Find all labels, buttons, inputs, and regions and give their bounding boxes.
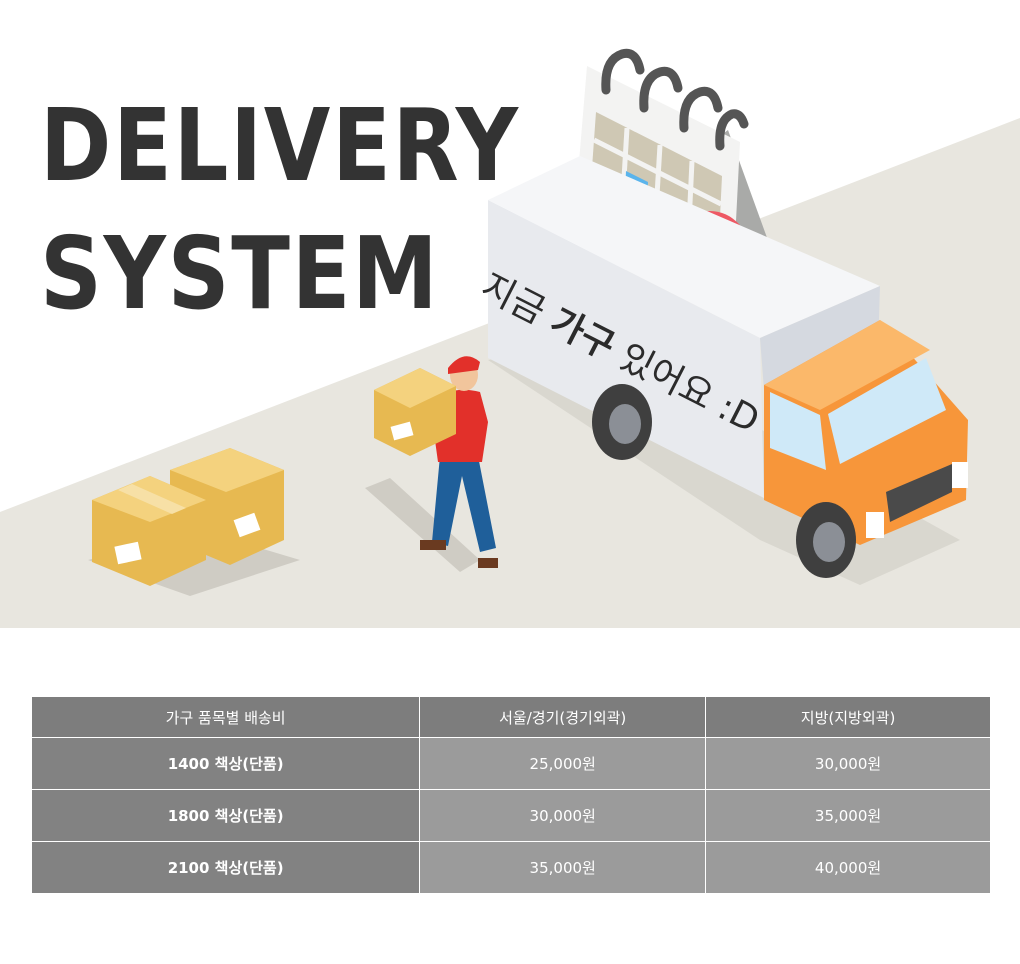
delivery-person-illustration (365, 356, 498, 572)
seoul-fee-cell: 25,000원 (419, 737, 707, 790)
table-header-row: 가구 품목별 배송비 서울/경기(경기외곽) 지방(지방외곽) (30, 696, 991, 738)
item-name-cell: 1400 책상(단품) (30, 737, 421, 790)
column-header-seoul: 서울/경기(경기외곽) (419, 696, 707, 738)
column-header-item: 가구 품목별 배송비 (30, 696, 421, 738)
table-row: 1800 책상(단품) 30,000원 35,000원 (30, 789, 991, 842)
column-header-local: 지방(지방외곽) (705, 696, 991, 738)
local-fee-cell: 30,000원 (705, 737, 991, 790)
local-fee-cell: 35,000원 (705, 789, 991, 842)
local-fee-cell: 40,000원 (705, 841, 991, 894)
table-row: 1400 책상(단품) 25,000원 30,000원 (30, 737, 991, 790)
seoul-fee-cell: 30,000원 (419, 789, 707, 842)
delivery-scene (0, 48, 1020, 628)
item-name-cell: 2100 책상(단품) (30, 841, 421, 894)
title-line-1: DELIVERY (40, 87, 520, 204)
item-name-cell: 1800 책상(단품) (30, 789, 421, 842)
page-title: DELIVERY SYSTEM (40, 82, 520, 338)
shipping-fee-table: 가구 품목별 배송비 서울/경기(경기외곽) 지방(지방외곽) 1400 책상(… (30, 696, 991, 894)
table-row: 2100 책상(단품) 35,000원 40,000원 (30, 841, 991, 894)
box-stack (88, 448, 300, 596)
hero-illustration: DELIVERY SYSTEM 지금 가구 있어요 :D (0, 48, 1020, 628)
title-line-2: SYSTEM (40, 215, 440, 332)
truck-illustration (488, 156, 968, 578)
seoul-fee-cell: 35,000원 (419, 841, 707, 894)
